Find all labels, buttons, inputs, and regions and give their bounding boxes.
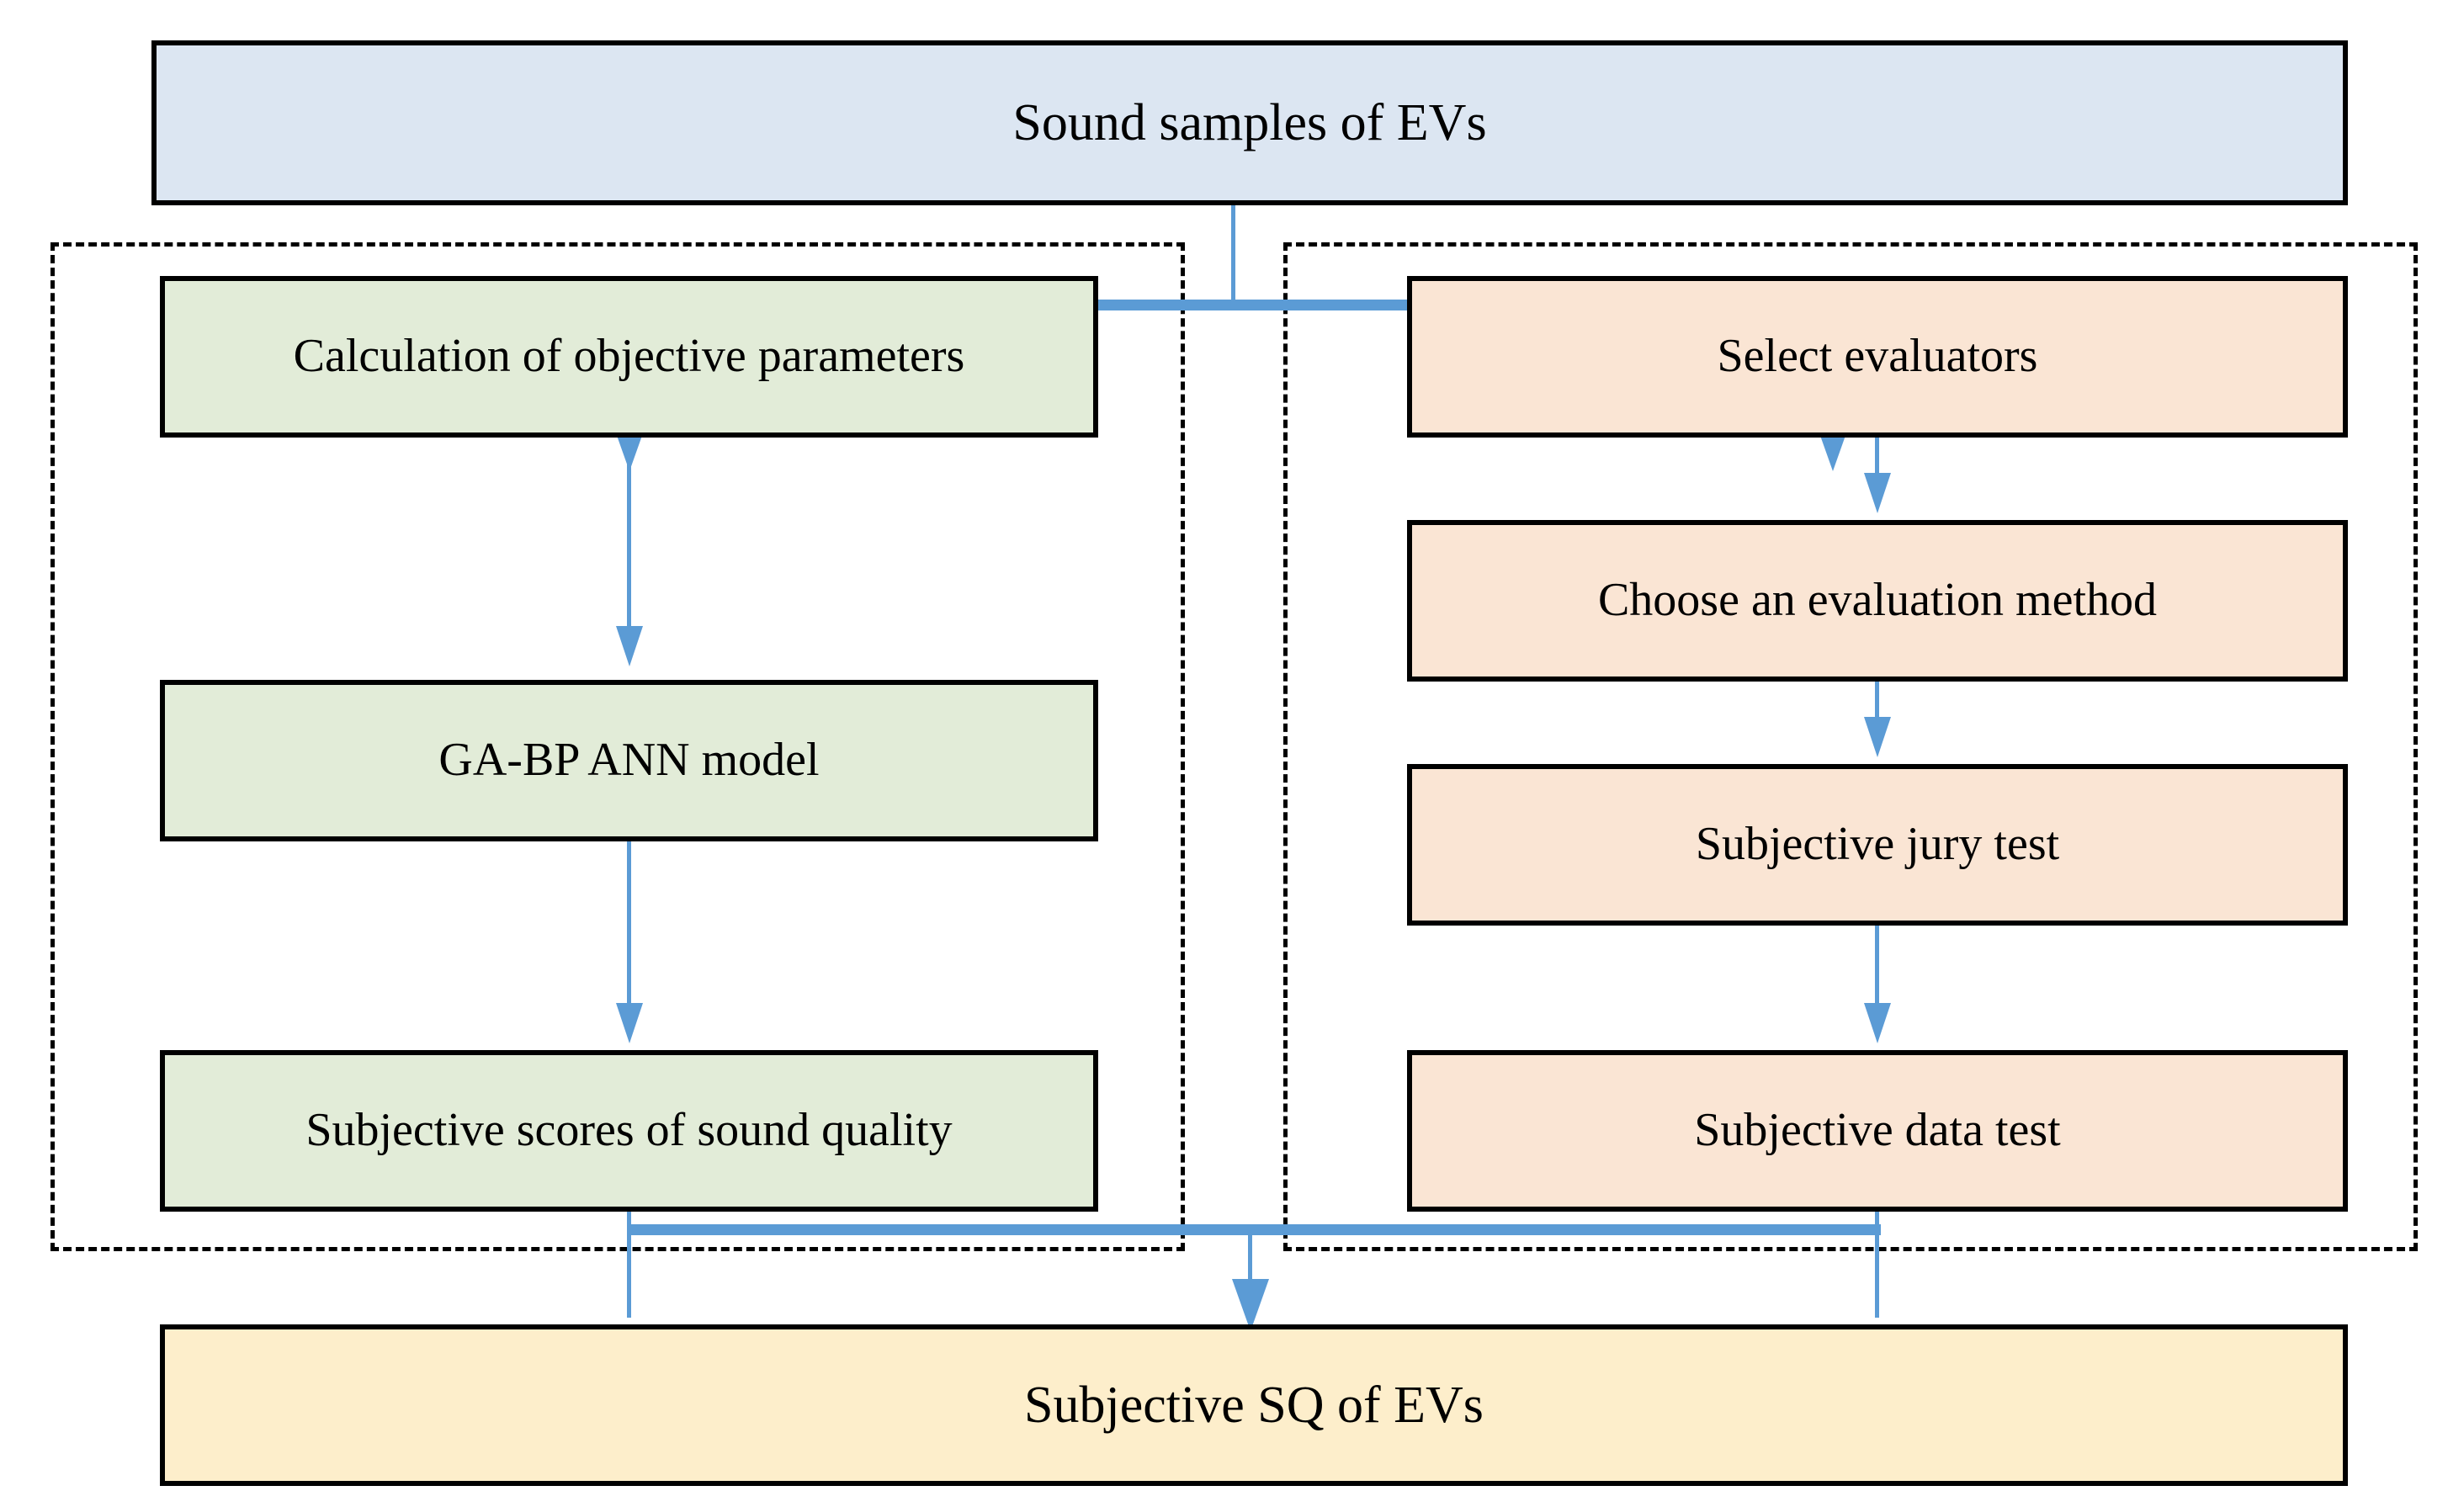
connector-subjective-3-to-4 [1875, 926, 1879, 1010]
node-subjective-jury-test[interactable]: Subjective jury test [1407, 764, 2348, 926]
node-label: Sound samples of EVs [1012, 93, 1487, 151]
node-label: Subjective scores of sound quality [305, 1104, 953, 1157]
node-label: Subjective jury test [1695, 818, 2060, 871]
node-label: Choose an evaluation method [1597, 574, 2158, 627]
node-sound-samples-of-evs[interactable]: Sound samples of EVs [151, 40, 2348, 205]
node-label: GA-BP ANN model [438, 734, 820, 787]
connector-objective-2-to-3 [627, 841, 631, 1010]
connector-merge-stem [1248, 1234, 1252, 1284]
node-label: Subjective data test [1694, 1104, 2061, 1157]
node-choose-an-evaluation-method[interactable]: Choose an evaluation method [1407, 520, 2348, 682]
arrowhead-objective-1-to-2 [616, 626, 643, 666]
arrowhead-objective-2-to-3 [616, 1003, 643, 1043]
connector-split-stem [1231, 205, 1235, 305]
node-subjective-data-test[interactable]: Subjective data test [1407, 1050, 2348, 1212]
connector-merge-right-riser [1875, 1212, 1879, 1318]
group-objective-branch [50, 242, 1185, 1251]
arrowhead-subjective-3-to-4 [1864, 1003, 1891, 1043]
node-subjective-sq-of-evs[interactable]: Subjective SQ of EVs [160, 1324, 2348, 1486]
node-ga-bp-ann-model[interactable]: GA-BP ANN model [160, 680, 1098, 841]
arrowhead-to-result [1232, 1279, 1269, 1331]
node-select-evaluators[interactable]: Select evaluators [1407, 276, 2348, 438]
node-label: Select evaluators [1717, 330, 2038, 383]
arrowhead-subjective-2-to-3 [1864, 717, 1891, 757]
arrowhead-subjective-1-to-2 [1864, 473, 1891, 513]
connector-objective-1-to-2 [627, 438, 631, 633]
group-subjective-branch [1283, 242, 2418, 1251]
connector-subjective-1-to-2 [1875, 438, 1879, 478]
connector-merge-bar [627, 1224, 1881, 1235]
node-subjective-scores-of-sound-quality[interactable]: Subjective scores of sound quality [160, 1050, 1098, 1212]
node-label: Calculation of objective parameters [293, 330, 965, 383]
node-label: Subjective SQ of EVs [1024, 1376, 1484, 1434]
connector-merge-left-riser [627, 1212, 631, 1318]
connector-subjective-2-to-3 [1875, 682, 1879, 722]
node-calculation-of-objective-parameters[interactable]: Calculation of objective parameters [160, 276, 1098, 438]
